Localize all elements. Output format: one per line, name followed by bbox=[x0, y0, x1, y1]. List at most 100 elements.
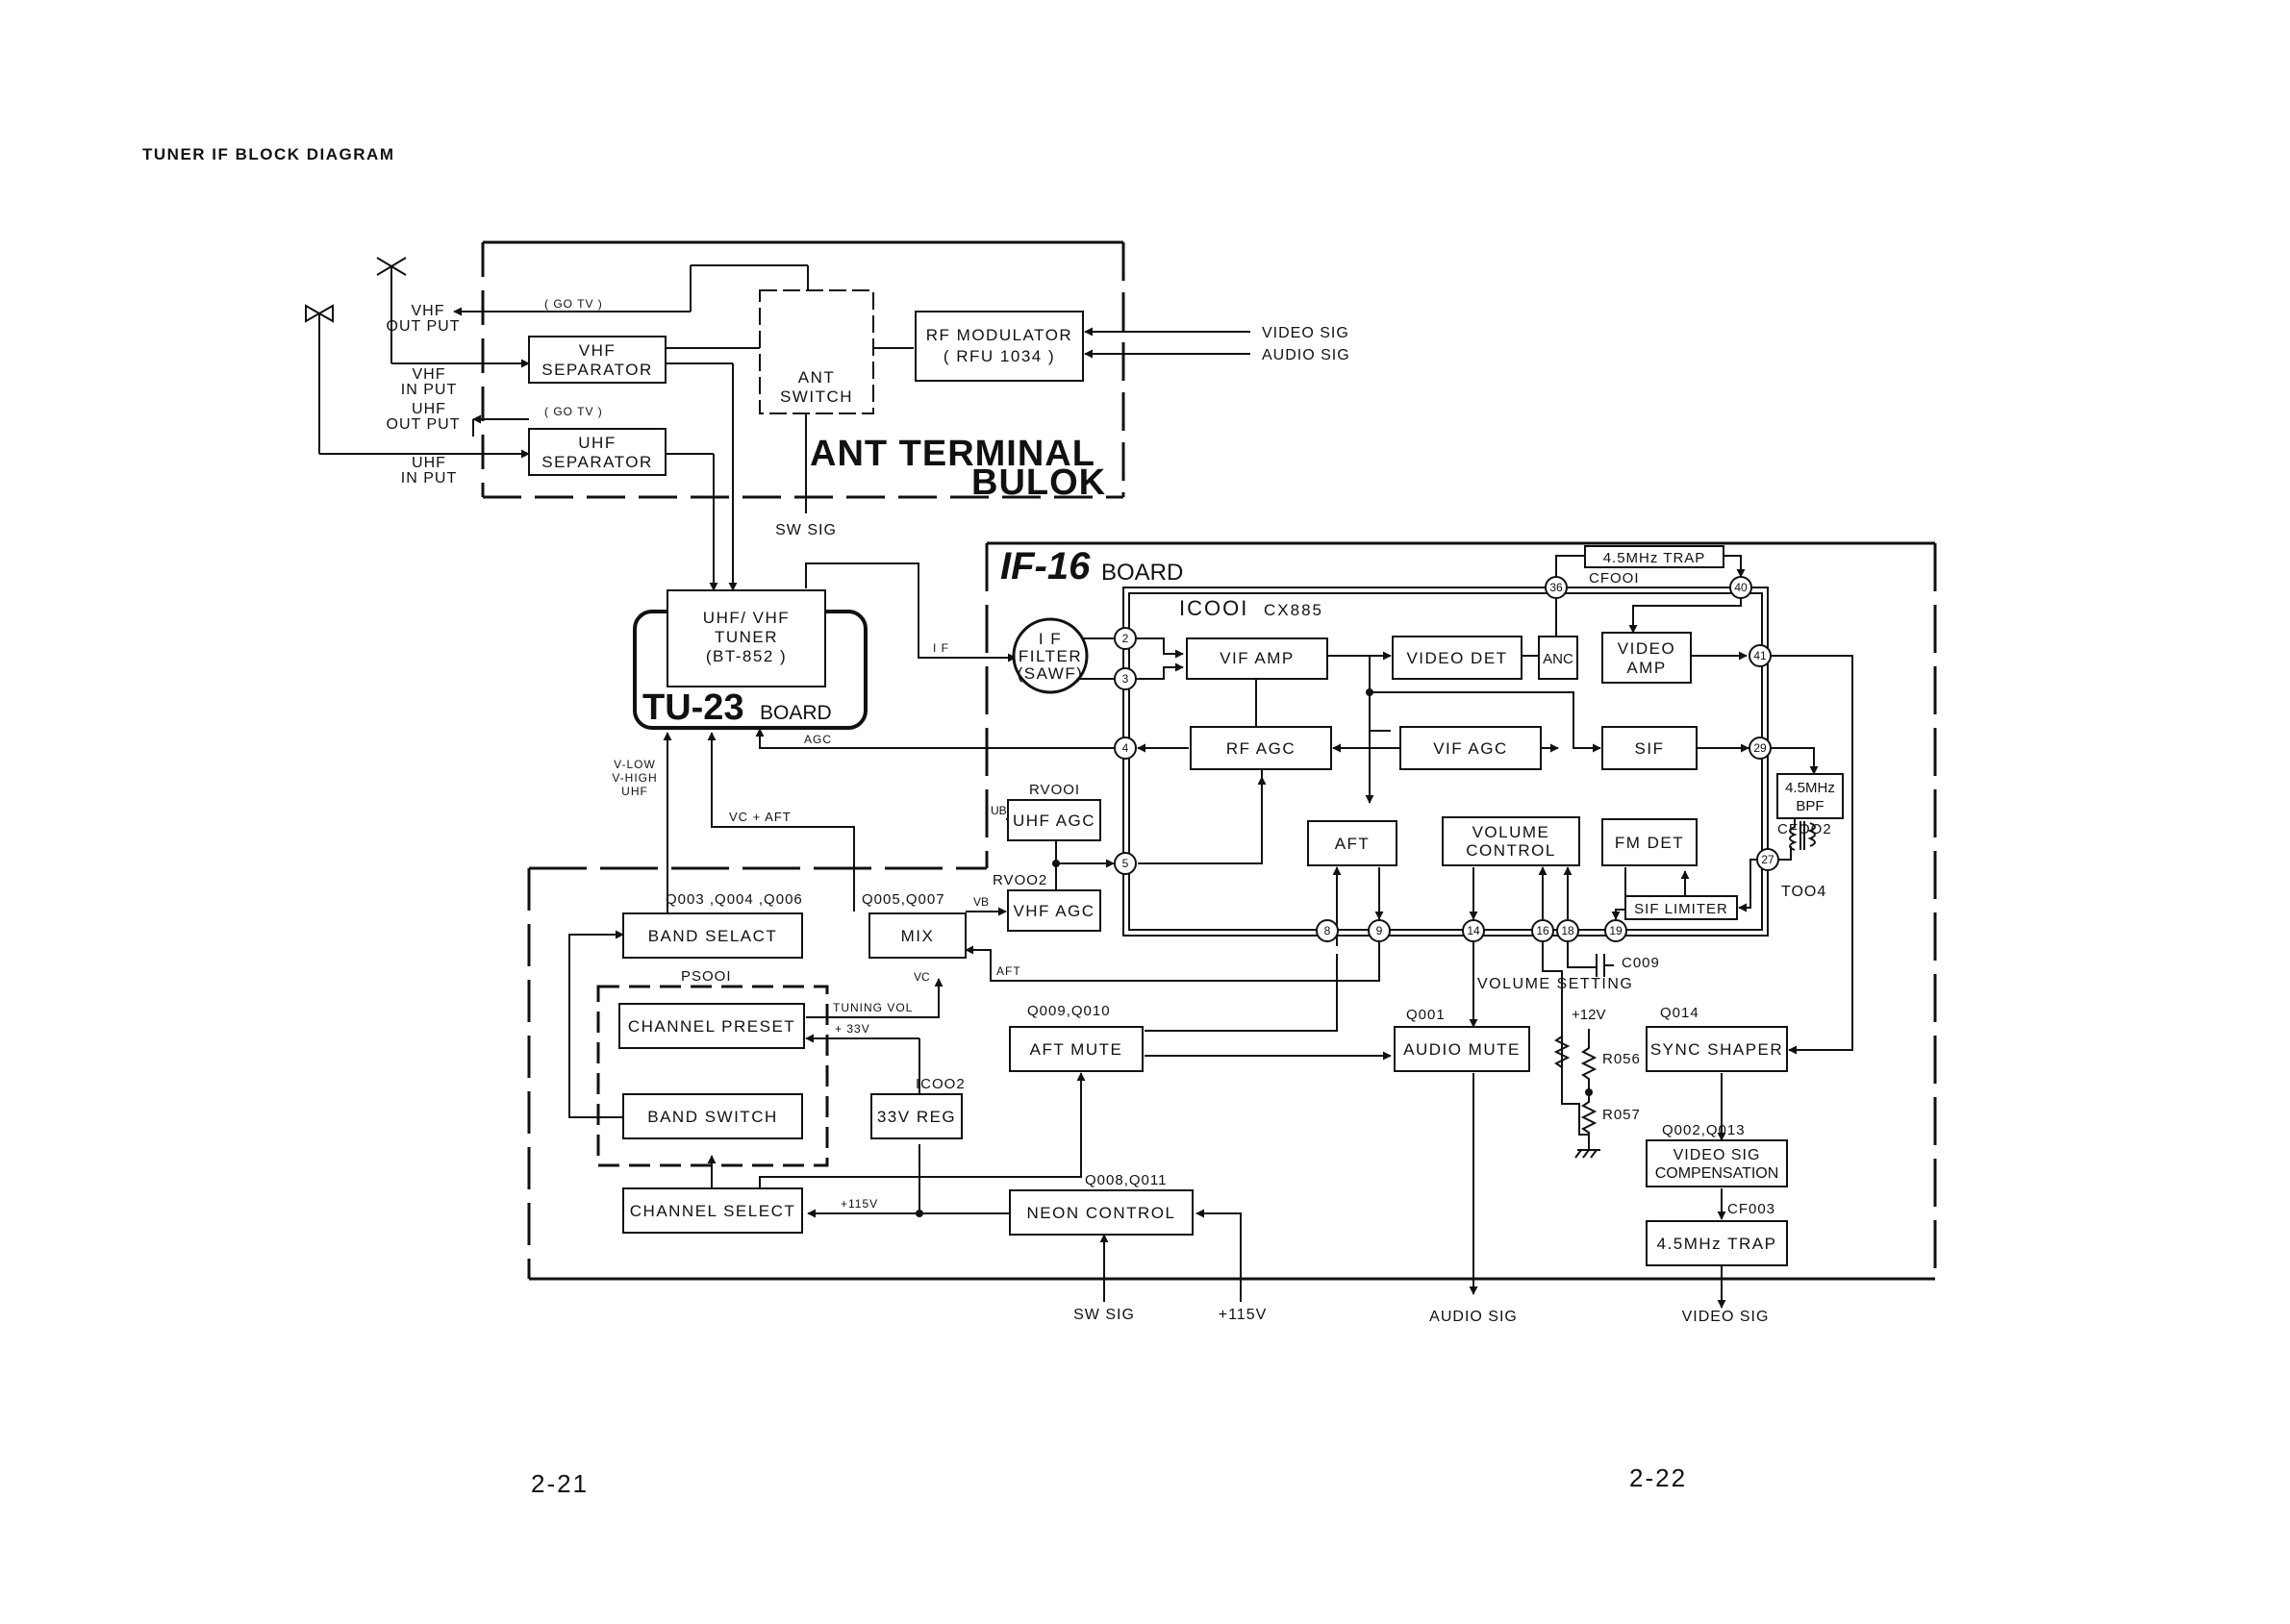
ic-pin-27 bbox=[1756, 848, 1779, 871]
ant-switch-line1: ANT bbox=[798, 368, 836, 387]
c009-label: C009 bbox=[1622, 955, 1660, 971]
ic-pin-4 bbox=[1114, 737, 1137, 760]
q001-label: Q001 bbox=[1406, 1007, 1446, 1023]
bpf-block bbox=[1776, 773, 1844, 819]
main-board-outline bbox=[527, 541, 1937, 1281]
audio-sig-in-label: AUDIO SIG bbox=[1262, 347, 1350, 363]
ic002-label: ICOO2 bbox=[916, 1076, 966, 1092]
volume-control-block bbox=[1442, 816, 1580, 866]
uhf-separator-block bbox=[528, 428, 667, 476]
tu23-board-big-label: TU-23 bbox=[642, 687, 744, 728]
trap-top-text: 4.5MHz TRAP bbox=[1603, 550, 1706, 566]
uhf-separator-line1: UHF bbox=[578, 434, 616, 452]
uhf-separator-line2: SEPARATOR bbox=[541, 453, 653, 471]
band-select-block bbox=[622, 912, 803, 959]
uhf-agc-text: UHF AGC bbox=[1013, 812, 1095, 830]
junction-dots bbox=[916, 688, 1593, 1217]
audio-sig-out-label: AUDIO SIG bbox=[1429, 1309, 1518, 1325]
plus115-in-label: +115V bbox=[1219, 1307, 1268, 1323]
reg-33v-text: 33V REG bbox=[877, 1108, 956, 1126]
ic-pin-label-14: 14 bbox=[1467, 924, 1480, 937]
channel-select-block bbox=[622, 1187, 803, 1234]
page-number-right: 2-22 bbox=[1629, 1463, 1687, 1492]
aft-block bbox=[1307, 820, 1397, 866]
rf-modulator-line2: ( RFU 1034 ) bbox=[944, 347, 1055, 365]
volume-setting-label: VOLUME SETTING bbox=[1477, 976, 1633, 992]
audio-mute-block bbox=[1394, 1026, 1530, 1072]
video-det-block bbox=[1392, 636, 1522, 680]
vb-label: VB bbox=[973, 895, 989, 909]
vif-amp-text: VIF AMP bbox=[1220, 649, 1295, 667]
rf-modulator-line1: RF MODULATOR bbox=[926, 326, 1072, 344]
band-line-label-2: V-HIGH bbox=[612, 771, 657, 785]
ic-pin-18 bbox=[1556, 919, 1579, 942]
trap-top-block bbox=[1584, 545, 1724, 568]
page-title: TUNER IF BLOCK DIAGRAM bbox=[142, 145, 394, 163]
vif-agc-block bbox=[1399, 726, 1542, 770]
aft-line-label: AFT bbox=[996, 964, 1021, 978]
volume-control-line2: CONTROL bbox=[1466, 841, 1556, 860]
channel-select-text: CHANNEL SELECT bbox=[630, 1202, 795, 1220]
rf-modulator-block bbox=[915, 311, 1084, 382]
if-filter-line1: I F bbox=[1039, 630, 1062, 648]
uhf-agc-block bbox=[1007, 799, 1101, 841]
video-amp-block bbox=[1601, 632, 1692, 684]
mix-text: MIX bbox=[901, 927, 935, 945]
if-filter-block bbox=[1012, 617, 1089, 694]
ic-pin-40 bbox=[1729, 576, 1752, 599]
aft-text: AFT bbox=[1335, 835, 1371, 853]
q003-label: Q003 ,Q004 ,Q006 bbox=[666, 891, 803, 908]
if16-board-big-label: IF-16 bbox=[1000, 545, 1091, 587]
sif-limiter-text: SIF LIMITER bbox=[1634, 901, 1728, 917]
fm-det-block bbox=[1601, 818, 1698, 866]
if-label: I F bbox=[933, 641, 949, 655]
ic-pin-label-16: 16 bbox=[1536, 924, 1549, 937]
band-select-text: BAND SELACT bbox=[648, 927, 778, 945]
ic-pin-label-8: 8 bbox=[1324, 924, 1331, 937]
sync-shaper-text: SYNC SHAPER bbox=[1650, 1040, 1783, 1059]
cf001-label: CFOOI bbox=[1589, 570, 1640, 587]
video-comp-line1: VIDEO SIG bbox=[1673, 1147, 1761, 1163]
band-line-label-1: V-LOW bbox=[614, 758, 656, 771]
video-amp-line2: AMP bbox=[1626, 659, 1666, 677]
vhf-separator-line1: VHF bbox=[579, 341, 617, 360]
signal-labels: VHF OUT PUT VHF IN PUT UHF OUT PUT UHF I… bbox=[387, 297, 1831, 1325]
vhf-output-label-1: VHF bbox=[412, 303, 445, 319]
uhf-antenna-icon bbox=[305, 304, 334, 454]
ant-switch-line2: SWITCH bbox=[780, 387, 853, 406]
vhf-antenna-icon bbox=[376, 257, 407, 363]
aft-mute-text: AFT MUTE bbox=[1030, 1040, 1123, 1059]
ic001-outline-outer bbox=[1122, 587, 1769, 937]
bpf-line1: 4.5MHz bbox=[1785, 780, 1835, 796]
ic-pin-41 bbox=[1749, 644, 1772, 667]
ic-pin-label-3: 3 bbox=[1122, 672, 1129, 686]
neon-control-block bbox=[1009, 1189, 1194, 1236]
t004-transformer-icon bbox=[1789, 819, 1816, 851]
band-line-label-3: UHF bbox=[621, 785, 648, 798]
ic-pin-label-5: 5 bbox=[1122, 857, 1129, 870]
vhf-output-label-2: OUT PUT bbox=[387, 318, 461, 335]
ic-pin-2 bbox=[1114, 627, 1137, 650]
uhf-input-label-1: UHF bbox=[412, 455, 446, 471]
ic-pin-5 bbox=[1114, 852, 1137, 875]
ic-pin-label-36: 36 bbox=[1549, 581, 1563, 594]
vhf-agc-text: VHF AGC bbox=[1013, 902, 1095, 920]
ic-pin-19 bbox=[1604, 919, 1627, 942]
uhf-output-label-2: OUT PUT bbox=[387, 416, 461, 433]
vif-amp-block bbox=[1186, 637, 1328, 680]
blocks bbox=[528, 289, 1844, 1266]
vhf-agc-block bbox=[1007, 889, 1101, 932]
reg-33v-block bbox=[870, 1093, 963, 1139]
ic-pin-label-18: 18 bbox=[1561, 924, 1574, 937]
ic-pin-9 bbox=[1368, 919, 1391, 942]
video-amp-line1: VIDEO bbox=[1618, 639, 1675, 658]
ps001-outline bbox=[596, 985, 829, 1167]
r056-label: R056 bbox=[1602, 1051, 1641, 1067]
plus33-label: + 33V bbox=[835, 1022, 870, 1036]
uhf-input-label-2: IN PUT bbox=[401, 470, 457, 487]
sync-shaper-block bbox=[1646, 1026, 1788, 1072]
ic-pin-label-19: 19 bbox=[1609, 924, 1623, 937]
rv002-label: RVOO2 bbox=[993, 872, 1047, 888]
